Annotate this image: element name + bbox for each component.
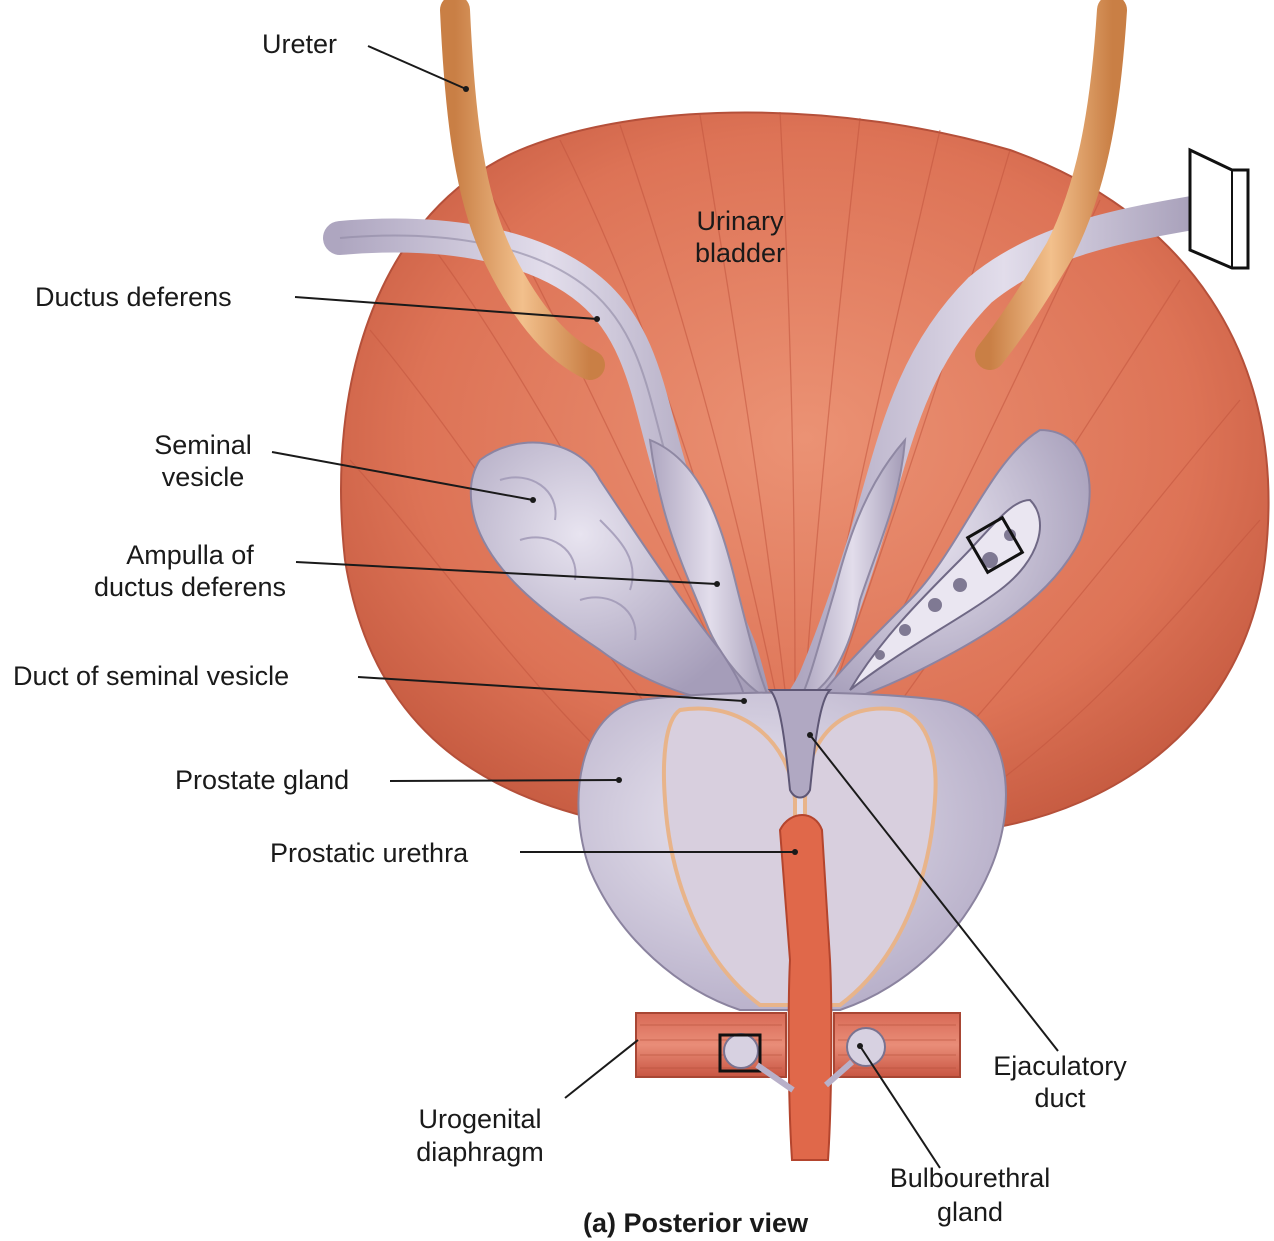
- label-ejaculatory-duct-line1: Ejaculatory: [970, 1050, 1150, 1082]
- label-ureter: Ureter: [262, 28, 337, 60]
- label-seminal-vesicle-line1: Seminal: [128, 429, 278, 461]
- label-bulbourethral-gland-line1: Bulbourethral: [860, 1162, 1080, 1194]
- label-bulbourethral-gland-line2: gland: [860, 1196, 1080, 1228]
- label-urogenital-diaphragm-line1: Urogenital: [390, 1103, 570, 1135]
- label-ampulla-line2: ductus deferens: [70, 571, 310, 603]
- label-prostatic-urethra: Prostatic urethra: [270, 837, 468, 869]
- label-ampulla-line1: Ampulla of: [70, 539, 310, 571]
- figure-caption: (a) Posterior view: [583, 1207, 808, 1239]
- label-duct-of-seminal-vesicle: Duct of seminal vesicle: [13, 660, 289, 692]
- label-ejaculatory-duct-line2: duct: [970, 1082, 1150, 1114]
- ductus-cut-end-marker: [1190, 150, 1248, 268]
- bulbourethral-gland-right: [847, 1028, 885, 1066]
- bulbourethral-gland-left: [724, 1034, 758, 1068]
- label-urinary-bladder-line2: bladder: [680, 237, 800, 269]
- label-urinary-bladder-line1: Urinary: [680, 205, 800, 237]
- label-prostate-gland: Prostate gland: [175, 764, 349, 796]
- label-seminal-vesicle-line2: vesicle: [128, 461, 278, 493]
- label-ductus-deferens: Ductus deferens: [35, 281, 232, 313]
- label-urogenital-diaphragm-line2: diaphragm: [390, 1136, 570, 1168]
